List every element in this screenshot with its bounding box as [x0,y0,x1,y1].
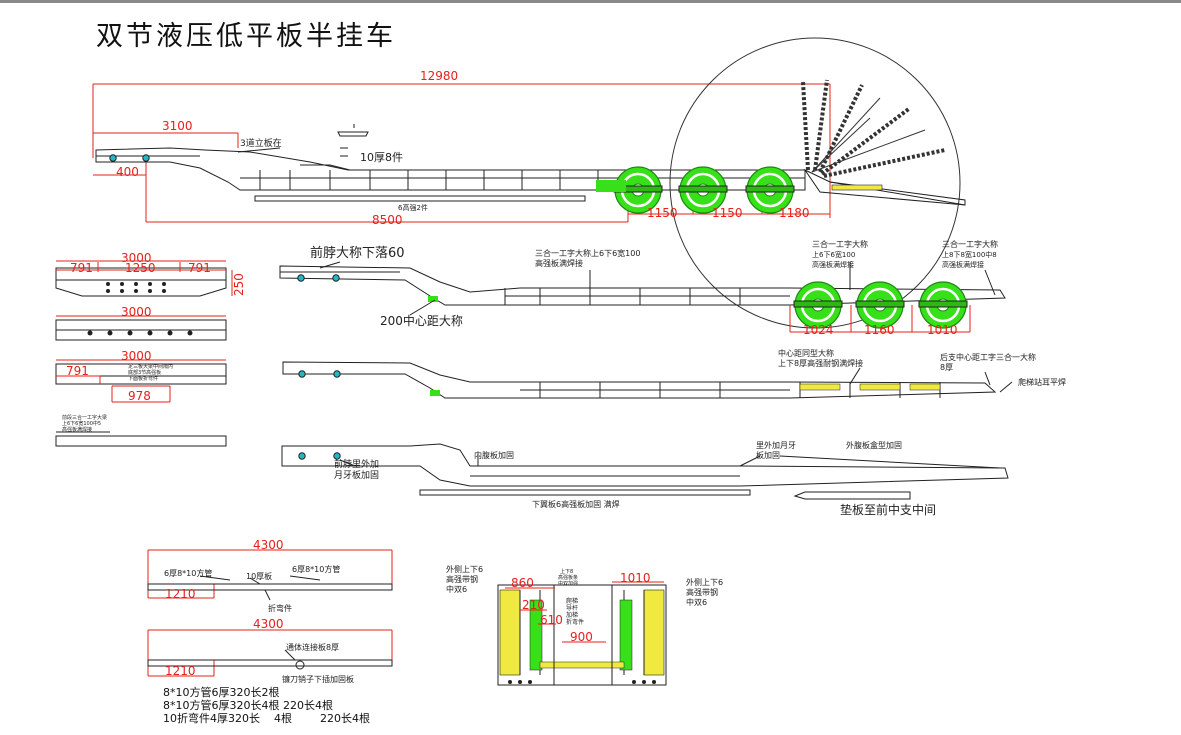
note-beam-a2: 高强板满焊接 [535,258,583,268]
dim-rear-4: 610 [540,613,563,627]
dim-b1-width: 4300 [253,538,284,552]
note-lower-flange: 下翼板6高强板加固 满焊 [532,499,620,509]
note-rear-center-4: 爬梯 [566,597,578,605]
note-beam-c1: 三合一工字大称 [942,239,998,249]
note-rear-center-2: 高强板条 [558,574,578,581]
dim-s1-width: 3000 [121,251,152,265]
dim-s2-width: 3000 [121,305,152,319]
note-rear-right-2: 高强带钢 [686,587,718,597]
note-rear-center-6: 加梯 [566,611,578,619]
section-1 [55,260,233,297]
note-s3-a: 定三板大梁中间隔内 [128,363,173,370]
rear-view [497,581,667,686]
note-rear-center-5: 导杆 [566,604,578,612]
dim-rear-2: 1010 [620,571,651,585]
note-beam-b3: 高强板满焊接 [812,260,854,269]
note-pad: 垫板至前中支中间 [840,502,936,517]
dim-s1-a: 791 [70,261,93,275]
top-border [0,0,1181,3]
material-line-2: 8*10方管6厚320长4根 220长4根 [163,698,333,712]
note-rear-left-3: 中双6 [446,584,467,594]
dim-s1-b: 1250 [125,261,156,275]
note-rear-2: 8厚 [940,363,953,372]
section-2 [55,315,227,341]
note-center200: 200中心距大称 [380,313,463,328]
note-neck-in-2: 月牙板加固 [334,469,379,481]
note-web: 内腹板加固 [474,450,514,460]
dim-b1-a: 1210 [165,587,196,601]
side-view-3 [282,361,1013,399]
note-outside-1: 里外加月牙 [756,440,796,450]
dim-rear-3: 210 [522,598,545,612]
note-mid-2: 上下8厚高强耐钢满焊接 [778,358,863,368]
dim-v2-a: 1024 [803,323,834,337]
note-outside-2: 板加固 [756,450,780,460]
note-b1-c: 6厚8*10方管 [292,564,340,574]
dim-axle-1: 1150 [647,206,678,220]
dim-s3-width: 3000 [121,349,152,363]
note-s4-b: 上6下6宽100中5 [62,420,101,427]
note-beam-a: 三合一工字大称上6下6宽100 [535,248,640,258]
note-s4-a: 前段三合一工字大梁 [62,414,107,421]
detail-bottom-1 [147,549,393,601]
note-rear-1: 后支中心距工字三合一大称 [940,352,1036,362]
note-rear-left-2: 高强带钢 [446,574,478,584]
note-neck-drop: 前脖大称下落60 [310,245,405,261]
note-beam-c3: 高强板满焊接 [942,260,984,269]
page-title: 双节液压低平板半挂车 [96,21,396,52]
note-rear-center-3: 中双加强 [558,580,578,587]
note-plate8: 10厚8件 [360,151,403,164]
note-gooseneck: 3道立板在 [240,137,282,149]
note-beam-c2: 上8下8宽100中8 [942,250,997,259]
material-line-1: 8*10方管6厚320长2根 [163,685,280,699]
note-mid-1: 中心距同型大称 [778,348,834,358]
note-b1-d: 折弯件 [268,603,292,613]
side-view-4 [281,443,1009,500]
note-s3-c: 下面板折弯件 [128,375,158,382]
dim-s1-height: 250 [232,273,246,296]
dim-s1-c: 791 [188,261,211,275]
note-outer-web: 外腹板盒型加固 [846,440,902,450]
dim-v2-b: 1160 [864,323,895,337]
note-b1-b: 10厚板 [246,571,272,581]
dim-axle-2: 1150 [712,206,743,220]
note-b2-b: 镰刀销子下插加固板 [282,674,354,684]
dim-s3-a: 791 [66,364,89,378]
note-rear-center-1: 上下8 [560,568,573,575]
note-ladder: 爬梯站耳平焊 [1018,377,1066,387]
note-beam-b2: 上6下6宽100 [812,250,855,259]
note-s4-c: 高强板满焊接 [62,426,92,433]
note-beam-b1: 三合一工字大称 [812,239,868,249]
note-s3-b: 底部3节高强板 [128,369,161,376]
dim-axle-3: 1180 [779,206,810,220]
note-b2-a: 通体连接板8厚 [286,642,339,652]
note-rear-right-3: 中双6 [686,597,707,607]
note-b1-a: 6厚8*10方管 [164,568,212,578]
detail-bottom-2 [147,629,393,677]
dim-b2-width: 4300 [253,617,284,631]
note-skid: 6高强2件 [398,203,428,212]
dim-b2-a: 1210 [165,664,196,678]
dim-v2-c: 1010 [927,323,958,337]
dim-neck: 400 [116,165,139,179]
dim-rear-5: 900 [570,630,593,644]
dim-rear-1: 860 [511,576,534,590]
note-rear-center-7: 折弯件 [566,618,584,626]
material-line-3: 10折弯件4厚320长 4根 220长4根 [163,711,370,725]
note-neck-in-1: 前脖里外加 [334,458,379,470]
section-4 [55,431,227,447]
side-view-2 [279,261,1006,333]
note-rear-right-1: 外侧上下6 [686,577,723,587]
dim-overall: 12980 [420,69,458,83]
dim-bed: 8500 [372,213,403,227]
main-side-view [92,37,966,329]
note-rear-left-1: 外侧上下6 [446,564,483,574]
dim-s3-b: 978 [128,389,151,403]
dim-front: 3100 [162,119,193,133]
section-3 [55,359,227,403]
